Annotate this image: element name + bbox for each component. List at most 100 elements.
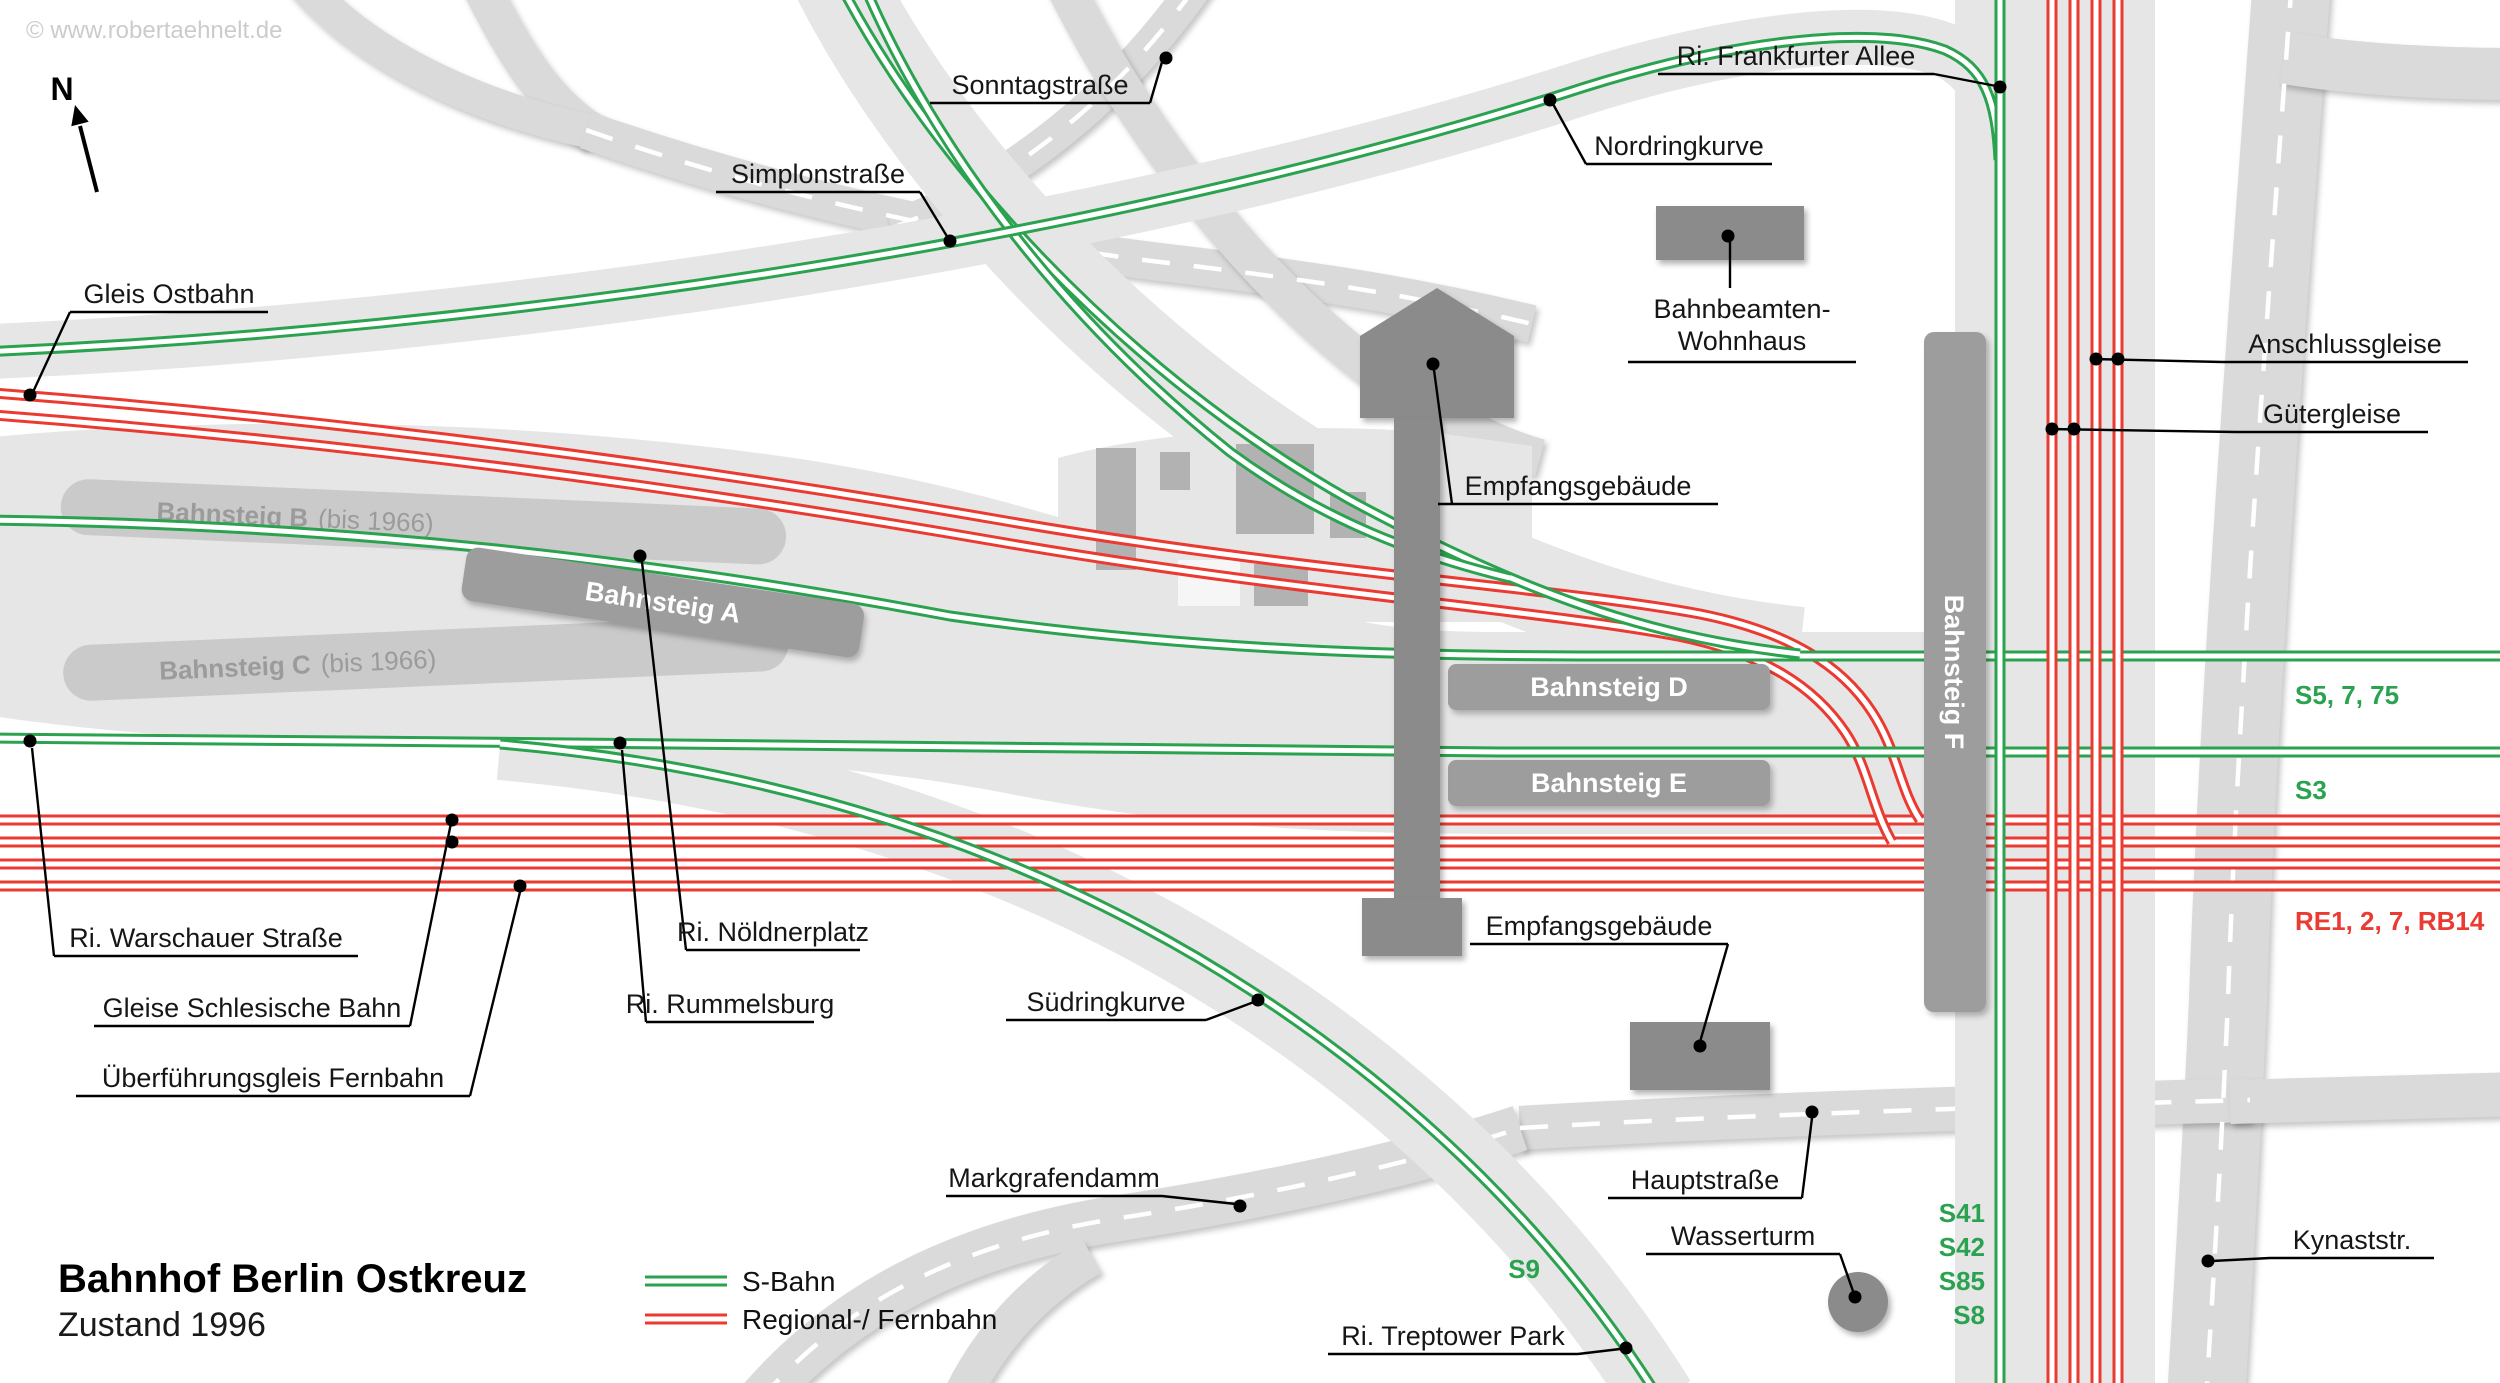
- leader-line: [1800, 1117, 1814, 1199]
- track-core: [0, 413, 1895, 844]
- label-nordringkurve: Nordringkurve: [1594, 131, 1764, 161]
- label-wasserturm: Wasserturm: [1671, 1221, 1816, 1251]
- map-dot: [513, 879, 527, 893]
- map-dot: [23, 388, 37, 402]
- map-dot: [1543, 93, 1557, 107]
- route-label-ring-s41: S41: [1939, 1198, 1985, 1228]
- platform-e-label: Bahnsteig E: [1531, 768, 1687, 798]
- building-empfangsgebaeude-north-annex: [1362, 898, 1462, 956]
- map-subtitle: Zustand 1996: [58, 1306, 266, 1344]
- label-bahnbeamten-line2: Wohnhaus: [1678, 326, 1807, 356]
- north-arrowhead-icon: [71, 105, 89, 127]
- route-label-ring-s85: S85: [1939, 1266, 1985, 1296]
- callout-bahnbeamten-wohnhaus: Bahnbeamten- Wohnhaus: [1628, 229, 1856, 364]
- label-empfangsgebaeude-nord: Empfangsgebäude: [1465, 471, 1692, 501]
- compass-north: N: [50, 71, 99, 193]
- compass-north-label: N: [50, 71, 73, 107]
- callout-wasserturm: Wasserturm: [1646, 1221, 1862, 1304]
- leader-line: [408, 817, 454, 1027]
- leader-line: [2211, 1256, 2271, 1263]
- platform-d-label: Bahnsteig D: [1530, 672, 1688, 702]
- track-core: [0, 391, 1923, 822]
- road-hauptstrasse-east: [2229, 1072, 2500, 1124]
- route-label-ring-s42: S42: [1939, 1232, 1985, 1262]
- route-label-stadtbahn-south: S3: [2295, 775, 2327, 805]
- callout-hauptstrasse: Hauptstraße: [1608, 1105, 1819, 1200]
- map-title: Bahnhof Berlin Ostkreuz: [58, 1257, 527, 1301]
- map-dot: [2111, 352, 2125, 366]
- map-dot: [1848, 1290, 1862, 1304]
- callout-frankfurter-allee: Ri. Frankfurter Allee: [1658, 41, 2007, 94]
- platform-c: Bahnsteig C(bis 1966): [63, 615, 789, 701]
- label-treptower-park: Ri. Treptower Park: [1341, 1321, 1565, 1351]
- track-core: [0, 34, 2002, 354]
- map-dot: [633, 549, 647, 563]
- map-dot: [23, 734, 37, 748]
- callout-anschlussgleise: Anschlussgleise: [2089, 329, 2468, 366]
- route-labels: S5, 7, 75 S3 RE1, 2, 7, RB14 S41 S42 S85…: [1508, 680, 2485, 1330]
- map-dot: [1721, 229, 1735, 243]
- north-arrow-icon: [78, 125, 99, 193]
- building-forecourt-2: [1160, 452, 1190, 490]
- label-anschlussgleise: Anschlussgleise: [2248, 329, 2442, 359]
- leader-line: [1577, 1347, 1621, 1356]
- building-empfangsgebaeude-south: [1630, 1022, 1770, 1090]
- callout-treptower-park: Ri. Treptower Park: [1328, 1321, 1633, 1356]
- platform-e: Bahnsteig E: [1448, 760, 1770, 806]
- platform-d: Bahnsteig D: [1448, 664, 1770, 710]
- callout-kynaststrasse: Kynaststr.: [2201, 1225, 2434, 1268]
- leader-line: [1148, 61, 1164, 104]
- map-dot: [1233, 1199, 1247, 1213]
- map-dot: [445, 813, 459, 827]
- platform-a: Bahnsteig A: [461, 547, 864, 658]
- map-dot: [1805, 1105, 1819, 1119]
- map-dot: [2045, 422, 2059, 436]
- label-gleis-ostbahn: Gleis Ostbahn: [83, 279, 254, 309]
- leader-line: [1698, 943, 1730, 1043]
- callout-ueberfuehrungsgleis: Überführungsgleis Fernbahn: [76, 879, 527, 1098]
- label-simplonstrasse: Simplonstraße: [731, 159, 905, 189]
- buildings-layer: [1360, 206, 1888, 1332]
- road-station-forecourt: [1050, 0, 1546, 477]
- label-kynaststrasse: Kynaststr.: [2293, 1225, 2412, 1255]
- legend-sbahn-label: S-Bahn: [742, 1266, 835, 1297]
- building-forecourt-1: [1096, 448, 1136, 570]
- callout-noeldnerplatz: Ri. Nöldnerplatz: [633, 549, 869, 952]
- map-dot: [1251, 993, 1265, 1007]
- platform-f-label: Bahnsteig F: [1939, 595, 1969, 750]
- label-bahnbeamten-line1: Bahnbeamten-: [1653, 294, 1830, 324]
- platform-e-shape: [1448, 760, 1770, 806]
- map-dot: [1693, 1039, 1707, 1053]
- leader-line: [31, 311, 72, 393]
- route-label-stadtbahn-north: S5, 7, 75: [2295, 680, 2399, 710]
- callout-simplonstrasse: Simplonstraße: [716, 159, 957, 248]
- leader-line: [1432, 369, 1454, 505]
- map-dot: [613, 736, 627, 750]
- legend-fernbahn-label: Regional-/ Fernbahn: [742, 1304, 997, 1335]
- road-centerline: [585, 127, 1533, 327]
- platform-c-note: (bis 1966): [320, 644, 437, 679]
- callout-gleis-ostbahn: Gleis Ostbahn: [23, 279, 268, 402]
- platform-c-label: Bahnsteig C(bis 1966): [159, 644, 437, 686]
- label-warschauer-strasse: Ri. Warschauer Straße: [69, 923, 343, 953]
- route-label-fernbahn: RE1, 2, 7, RB14: [2295, 906, 2485, 936]
- label-frankfurter-allee: Ri. Frankfurter Allee: [1677, 41, 1916, 71]
- map-dot: [445, 835, 459, 849]
- leader-line: [1161, 1194, 1237, 1206]
- label-hauptstrasse: Hauptstraße: [1631, 1165, 1780, 1195]
- track-core: [845, 0, 1801, 657]
- label-schlesische-bahn: Gleise Schlesische Bahn: [103, 993, 402, 1023]
- road-top-right-branch: [2279, 32, 2500, 100]
- building-empfangsgebaeude-north: [1360, 288, 1514, 418]
- legend: S-Bahn Regional-/ Fernbahn: [645, 1266, 997, 1335]
- callouts-layer: Sonntagstraße Simplonstraße Ri. Frankfur…: [23, 41, 2468, 1356]
- leader-line: [1205, 1000, 1255, 1022]
- track-core: [499, 741, 1653, 1383]
- leader-line: [1933, 72, 1997, 88]
- platform-f: Bahnsteig F: [1924, 332, 1986, 1012]
- building-empfangsgebaeude-north-tunnel: [1394, 418, 1440, 918]
- platform-b-shape: [60, 479, 787, 565]
- leader-line: [918, 191, 950, 239]
- callout-nordringkurve: Nordringkurve: [1543, 93, 1772, 166]
